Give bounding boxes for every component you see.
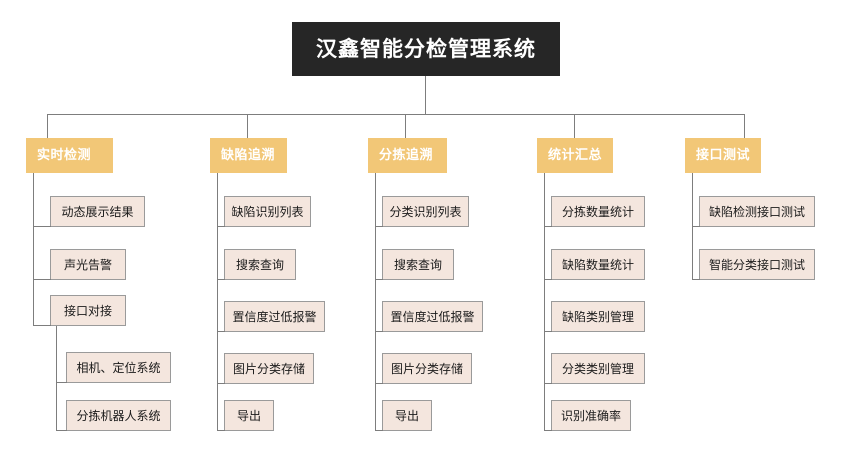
category-node-1[interactable]: 实时检测 xyxy=(26,138,113,173)
leaf-node-2-3[interactable]: 置信度过低报警 xyxy=(224,301,325,332)
connector-stub-3-3 xyxy=(375,331,383,332)
category-node-4[interactable]: 统计汇总 xyxy=(537,138,613,173)
leaf-node-1-1[interactable]: 动态展示结果 xyxy=(50,196,145,227)
connector-stub-4-5 xyxy=(544,430,552,431)
connector-stub-4-3 xyxy=(544,331,552,332)
leaf-node-4-5[interactable]: 识别准确率 xyxy=(551,400,631,431)
leaf-node-3-3[interactable]: 置信度过低报警 xyxy=(382,301,483,332)
leaf-node-2-5[interactable]: 导出 xyxy=(224,400,274,431)
leaf-label-4-4: 分类类别管理 xyxy=(562,361,635,376)
root-node-system-title[interactable]: 汉鑫智能分检管理系统 xyxy=(292,22,560,76)
leaf-node-1-3-1[interactable]: 相机、定位系统 xyxy=(66,352,171,383)
root-node-label: 汉鑫智能分检管理系统 xyxy=(316,36,536,61)
leaf-label-1-3-2: 分拣机器人系统 xyxy=(76,408,161,423)
leaf-node-2-2[interactable]: 搜索查询 xyxy=(224,249,296,280)
leaf-label-1-3: 接口对接 xyxy=(63,303,112,318)
connector-root-trunk xyxy=(425,76,426,114)
category-node-5[interactable]: 接口测试 xyxy=(685,138,761,173)
category-label-1: 实时检测 xyxy=(37,148,92,163)
category-node-2[interactable]: 缺陷追溯 xyxy=(210,138,287,173)
category-label-4: 统计汇总 xyxy=(548,148,603,163)
connector-stub-2-1 xyxy=(217,226,225,227)
connector-stub-5-1 xyxy=(692,226,700,227)
connector-stub-1-1 xyxy=(33,226,51,227)
leaf-label-2-2: 搜索查询 xyxy=(235,257,284,272)
category-node-3[interactable]: 分拣追溯 xyxy=(368,138,447,173)
leaf-node-3-4[interactable]: 图片分类存储 xyxy=(382,353,472,384)
leaf-node-4-3[interactable]: 缺陷类别管理 xyxy=(551,301,645,332)
connector-stub-4-4 xyxy=(544,383,552,384)
leaf-label-5-2: 智能分类接口测试 xyxy=(709,257,806,272)
leaf-node-5-1[interactable]: 缺陷检测接口测试 xyxy=(699,196,815,227)
connector-stub-1-2 xyxy=(33,279,51,280)
category-label-2: 缺陷追溯 xyxy=(221,148,276,163)
leaf-label-3-3: 置信度过低报警 xyxy=(390,309,475,324)
connector-spine-col-1 xyxy=(33,173,34,325)
leaf-label-1-1: 动态展示结果 xyxy=(61,204,134,219)
connector-stub-2-2 xyxy=(217,279,225,280)
connector-drop-col-3 xyxy=(405,114,406,138)
leaf-node-4-4[interactable]: 分类类别管理 xyxy=(551,353,645,384)
leaf-label-4-2: 缺陷数量统计 xyxy=(562,257,635,272)
connector-stub-1-3-1 xyxy=(56,382,67,383)
leaf-node-4-1[interactable]: 分拣数量统计 xyxy=(551,196,645,227)
leaf-node-5-2[interactable]: 智能分类接口测试 xyxy=(699,249,815,280)
connector-stub-3-1 xyxy=(375,226,383,227)
connector-spine-col-2 xyxy=(217,173,218,430)
connector-drop-col-4 xyxy=(574,114,575,138)
connector-subspine-1-3 xyxy=(56,326,57,430)
connector-drop-col-1 xyxy=(47,114,48,138)
leaf-node-1-3-2[interactable]: 分拣机器人系统 xyxy=(66,400,171,431)
leaf-label-3-1: 分类识别列表 xyxy=(389,204,462,219)
connector-spine-col-3 xyxy=(375,173,376,430)
connector-stub-2-5 xyxy=(217,430,225,431)
leaf-node-3-2[interactable]: 搜索查询 xyxy=(382,249,454,280)
leaf-label-5-1: 缺陷检测接口测试 xyxy=(709,204,806,219)
leaf-label-2-3: 置信度过低报警 xyxy=(232,309,317,324)
leaf-node-1-2[interactable]: 声光告警 xyxy=(50,249,126,280)
leaf-node-2-1[interactable]: 缺陷识别列表 xyxy=(224,196,311,227)
leaf-node-1-3[interactable]: 接口对接 xyxy=(50,295,126,326)
connector-root-bus xyxy=(47,114,744,115)
connector-stub-1-3-2 xyxy=(56,430,67,431)
leaf-label-4-3: 缺陷类别管理 xyxy=(562,309,635,324)
connector-stub-2-3 xyxy=(217,331,225,332)
leaf-node-4-2[interactable]: 缺陷数量统计 xyxy=(551,249,645,280)
leaf-label-3-5: 导出 xyxy=(394,408,419,423)
leaf-label-3-2: 搜索查询 xyxy=(393,257,442,272)
connector-stub-4-2 xyxy=(544,279,552,280)
leaf-label-2-1: 缺陷识别列表 xyxy=(231,204,304,219)
connector-stub-3-5 xyxy=(375,430,383,431)
category-label-3: 分拣追溯 xyxy=(379,148,434,163)
leaf-node-2-4[interactable]: 图片分类存储 xyxy=(224,353,314,384)
leaf-label-4-5: 识别准确率 xyxy=(561,408,622,423)
connector-stub-1-3 xyxy=(33,325,51,326)
connector-stub-2-4 xyxy=(217,383,225,384)
leaf-label-4-1: 分拣数量统计 xyxy=(562,204,635,219)
connector-stub-3-2 xyxy=(375,279,383,280)
connector-drop-col-2 xyxy=(247,114,248,138)
connector-stub-4-1 xyxy=(544,226,552,227)
leaf-label-1-3-1: 相机、定位系统 xyxy=(76,360,161,375)
leaf-label-3-4: 图片分类存储 xyxy=(391,361,464,376)
leaf-label-2-5: 导出 xyxy=(236,408,261,423)
connector-spine-col-4 xyxy=(544,173,545,430)
leaf-node-3-1[interactable]: 分类识别列表 xyxy=(382,196,469,227)
leaf-node-3-5[interactable]: 导出 xyxy=(382,400,432,431)
connector-stub-3-4 xyxy=(375,383,383,384)
connector-drop-col-5 xyxy=(744,114,745,138)
leaf-label-1-2: 声光告警 xyxy=(63,257,112,272)
leaf-label-2-4: 图片分类存储 xyxy=(233,361,306,376)
category-label-5: 接口测试 xyxy=(696,148,751,163)
connector-stub-5-2 xyxy=(692,279,700,280)
